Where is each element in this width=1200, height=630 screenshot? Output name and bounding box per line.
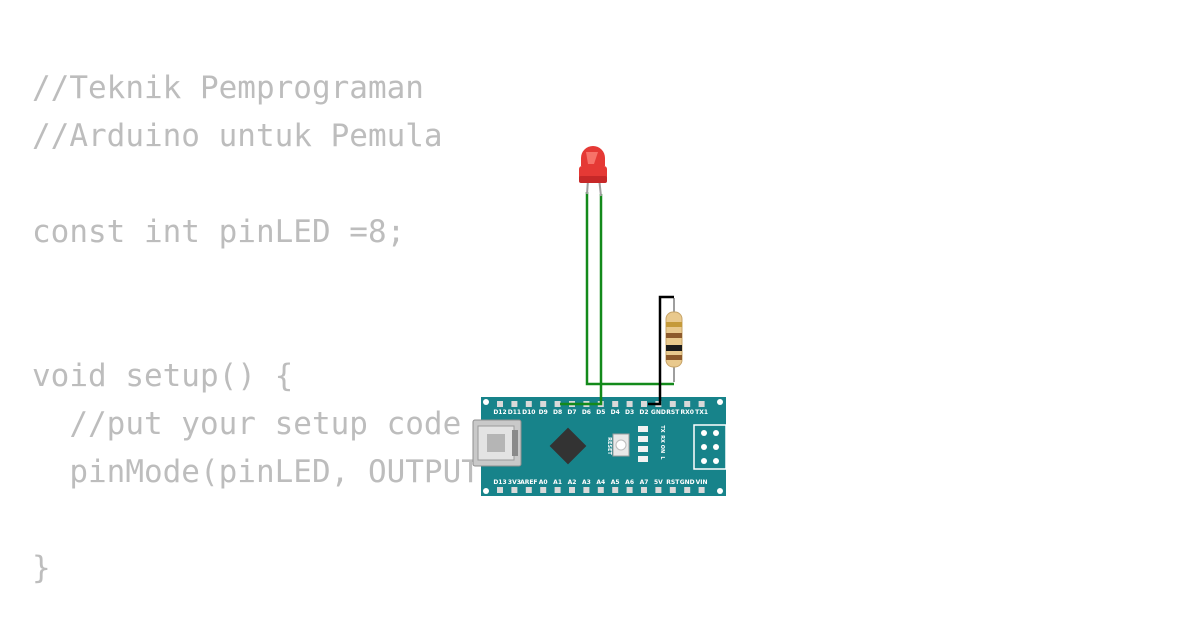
top-pin-d10[interactable]: [525, 401, 532, 407]
bottom-pin-a2[interactable]: [569, 487, 575, 493]
resistor-band: [666, 322, 682, 327]
bottom-pin-vin[interactable]: [698, 487, 705, 493]
bottom-pin-d13[interactable]: [497, 487, 503, 493]
bottom-pin-label: A0: [539, 479, 548, 486]
bottom-pin-label: A1: [553, 479, 562, 486]
bottom-pin-a1[interactable]: [554, 487, 561, 493]
code-line: }: [32, 550, 51, 586]
bottom-pin-aref[interactable]: [525, 487, 532, 493]
bottom-pin-3v3[interactable]: [511, 487, 518, 493]
mounting-hole: [717, 399, 723, 405]
bottom-pin-label: D13: [493, 479, 506, 486]
wire-led-to-d8[interactable]: [560, 194, 603, 406]
rx-label: RX: [659, 435, 665, 443]
top-pin-label: D8: [553, 409, 562, 416]
top-pin-label: TX1: [695, 409, 708, 416]
bottom-pin-label: VIN: [696, 479, 708, 486]
top-pin-label: RX0: [680, 409, 693, 416]
usb-connector: [472, 419, 522, 467]
top-pin-label: D10: [522, 409, 535, 416]
top-pin-rst[interactable]: [669, 401, 676, 407]
mounting-hole: [483, 399, 489, 405]
bottom-pin-label: A7: [640, 479, 649, 486]
top-pin-d4[interactable]: [612, 401, 619, 407]
code-line: //Arduino untuk Pemula: [32, 118, 443, 154]
top-pin-label: D2: [639, 409, 648, 416]
bottom-pin-gnd[interactable]: [684, 487, 691, 493]
top-pin-label: D3: [625, 409, 634, 416]
mounting-hole: [483, 488, 489, 494]
bottom-pin-label: GND: [680, 479, 695, 486]
resistor-band: [666, 333, 682, 338]
mounting-hole: [717, 488, 723, 494]
onboard-leds: TX RX ON L: [638, 425, 665, 462]
reset-label: RESET: [606, 437, 612, 455]
code-line: //Teknik Pemprograman: [32, 70, 424, 106]
bottom-pin-5v[interactable]: [655, 487, 662, 493]
top-pin-label: D5: [596, 409, 605, 416]
bottom-pin-label: A4: [596, 479, 605, 486]
tx-led: [638, 426, 648, 432]
on-led: [638, 446, 648, 452]
top-pin-d12[interactable]: [497, 401, 503, 407]
bottom-pin-rst[interactable]: [669, 487, 676, 493]
bottom-pin-label: AREF: [520, 479, 537, 486]
top-pin-d3[interactable]: [626, 401, 633, 407]
top-pin-label: D7: [567, 409, 576, 416]
code-line: const int pinLED =8;: [32, 214, 406, 250]
top-pin-label: D9: [539, 409, 548, 416]
resistor-band: [666, 345, 682, 351]
bottom-pin-label: RST: [666, 479, 680, 486]
tx-label: TX: [659, 425, 665, 432]
bottom-pin-a4[interactable]: [597, 487, 604, 493]
l-label: L: [659, 456, 665, 460]
top-pin-label: RST: [666, 409, 680, 416]
icsp-header: [693, 424, 727, 470]
board-pcb: [481, 397, 726, 496]
red-led[interactable]: [579, 146, 607, 197]
top-pin-label: D11: [508, 409, 521, 416]
top-pin-tx1[interactable]: [698, 401, 705, 407]
top-pin-label: D4: [611, 409, 620, 416]
l-led: [638, 456, 648, 462]
top-pin-d11[interactable]: [511, 401, 518, 407]
top-pin-d9[interactable]: [540, 401, 547, 407]
top-pin-label: D12: [493, 409, 506, 416]
top-pin-label: GND: [651, 409, 666, 416]
bottom-pin-a7[interactable]: [641, 487, 647, 493]
wire-signal-led[interactable]: [585, 192, 674, 386]
bottom-pin-a6[interactable]: [626, 487, 633, 493]
bottom-pin-a3[interactable]: [583, 487, 590, 493]
top-pin-rx0[interactable]: [684, 401, 691, 407]
resistor[interactable]: [665, 298, 683, 382]
top-pin-d2[interactable]: [641, 401, 647, 407]
wire-ground[interactable]: [648, 295, 674, 406]
code-line: void setup() {: [32, 358, 294, 394]
reset-button[interactable]: [612, 433, 630, 457]
top-pin-d8[interactable]: [554, 401, 561, 407]
bottom-pin-header: [497, 487, 705, 493]
bottom-pin-label: A5: [611, 479, 620, 486]
top-pin-label: D6: [582, 409, 591, 416]
bottom-pin-a5[interactable]: [612, 487, 619, 493]
bottom-pin-label: A3: [582, 479, 591, 486]
bottom-pin-label: A6: [625, 479, 634, 486]
resistor-band: [666, 355, 682, 360]
microcontroller-chip: [549, 427, 587, 465]
bottom-pin-label: A2: [568, 479, 577, 486]
rx-led: [638, 436, 648, 442]
bottom-pin-label: 5V: [654, 479, 663, 486]
bottom-pin-a0[interactable]: [540, 487, 547, 493]
on-label: ON: [659, 445, 665, 453]
bottom-pin-label: 3V3: [508, 479, 521, 486]
